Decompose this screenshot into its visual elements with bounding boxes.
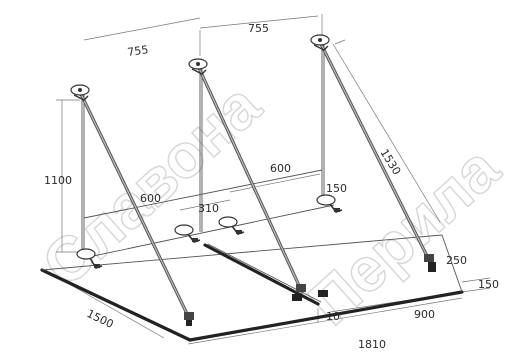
glass-panel (40, 234, 464, 342)
dim-depth-left: 1500 (85, 307, 116, 331)
top-bracket-right (310, 34, 330, 51)
holder-mid-right (218, 216, 245, 235)
clamp-right (424, 254, 436, 272)
holder-right (316, 194, 343, 213)
wall-glass-holders (76, 194, 343, 269)
holder-mid-left (174, 224, 201, 243)
tie-rods (78, 40, 432, 322)
dim-diag-right: 600 (270, 162, 291, 175)
dim-mid-spacing: 310 (198, 202, 219, 215)
wall-posts (81, 38, 325, 258)
dim-right-depth: 150 (478, 278, 499, 291)
top-bracket-left (70, 84, 90, 101)
top-brackets (70, 34, 330, 101)
dim-top-right-spacing: 755 (248, 22, 269, 35)
holder-left (76, 248, 103, 269)
dim-height-left: 1100 (44, 174, 72, 187)
clamp-left (184, 312, 194, 326)
base-bottom-edge (188, 290, 464, 342)
dim-small-offset: 150 (326, 182, 347, 195)
clamp-middle (292, 284, 328, 301)
front-clamps (184, 254, 436, 326)
dim-segment-right: 900 (414, 308, 435, 321)
dim-total-width: 1810 (358, 338, 386, 351)
wall-outline (83, 169, 335, 259)
dim-right-offset: 250 (446, 254, 467, 267)
dimension-lines (47, 14, 491, 345)
dim-top-left-spacing: 755 (127, 43, 150, 59)
dim-diag-left: 600 (140, 192, 161, 205)
dim-gap: 10 (326, 310, 340, 323)
base-front-edge (40, 268, 192, 342)
top-bracket-middle (188, 58, 208, 75)
